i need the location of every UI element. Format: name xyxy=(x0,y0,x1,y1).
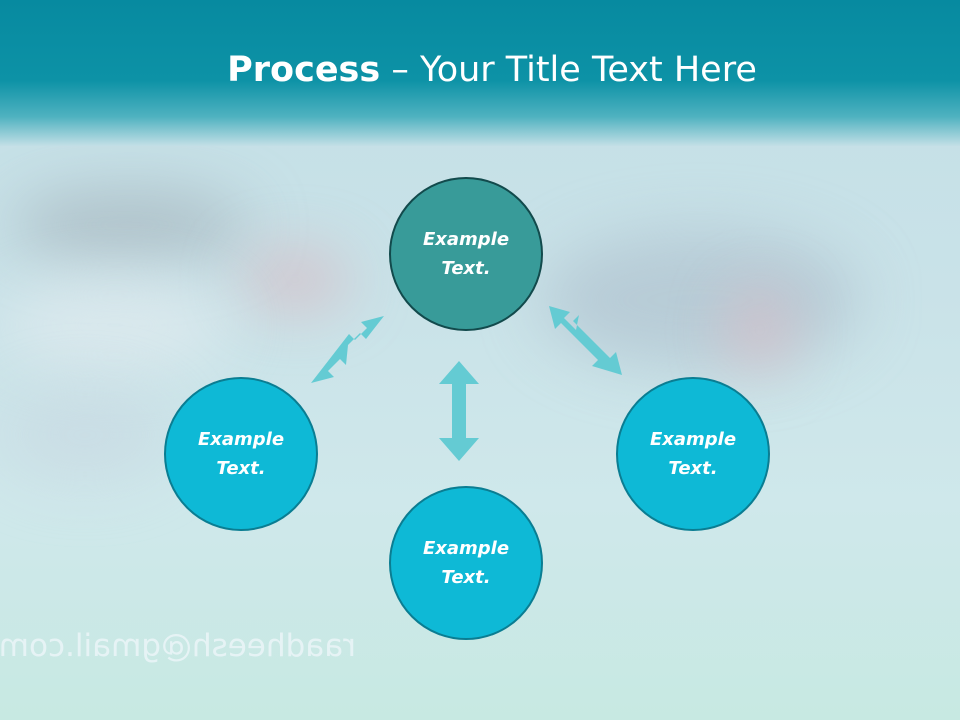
watermark: raadheesh@gmail.com xyxy=(0,628,356,664)
background-blur xyxy=(0,390,170,480)
background-blur xyxy=(240,250,350,310)
background-blur xyxy=(10,190,250,260)
arrow-top-right xyxy=(549,306,622,375)
node-left-text: Example Text. xyxy=(197,429,285,479)
header-band xyxy=(0,0,960,146)
node-top: Example Text. xyxy=(389,177,543,331)
node-left: Example Text. xyxy=(164,377,318,531)
slide-title: Process – Your Title Text Here xyxy=(0,50,960,90)
node-top-text: Example Text. xyxy=(422,229,510,279)
title-rest: – Your Title Text Here xyxy=(380,50,757,90)
arrow-top-left xyxy=(311,316,384,383)
background-blur xyxy=(730,290,790,370)
arrow-vertical xyxy=(439,361,479,461)
node-right-text: Example Text. xyxy=(649,429,737,479)
title-bold: Process xyxy=(227,50,381,90)
node-right: Example Text. xyxy=(616,377,770,531)
node-bottom-text: Example Text. xyxy=(422,538,510,588)
node-bottom: Example Text. xyxy=(389,486,543,640)
background-blur xyxy=(0,280,230,370)
